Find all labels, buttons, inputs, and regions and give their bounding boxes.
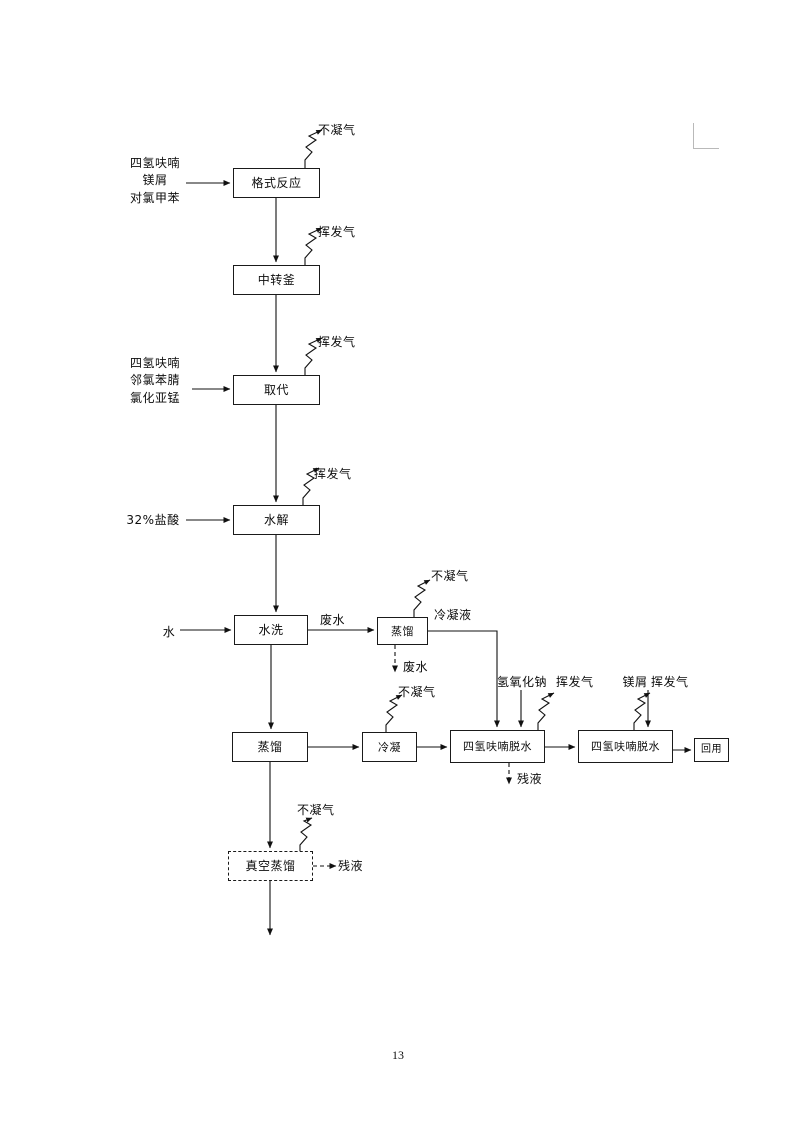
feed-label-substitution: 四氢呋喃 邻氯苯腈 氯化亚锰	[124, 355, 186, 407]
output-text: 残液	[338, 859, 364, 873]
output-label-wastewater: 废水	[320, 612, 345, 628]
feed-label-grignard: 四氢呋喃 镁屑 对氯甲苯	[124, 155, 186, 207]
feed-line: 氯化亚锰	[129, 390, 180, 405]
node-substitution[interactable]: 取代	[233, 375, 320, 405]
page-number-text: 13	[392, 1048, 404, 1062]
output-text: 挥发气	[318, 335, 356, 349]
output-text: 不凝气	[318, 123, 356, 137]
node-thf-dehydration-2[interactable]: 四氢呋喃脱水	[578, 730, 673, 763]
output-label-wastewater: 废水	[403, 659, 428, 675]
output-label-noncondensable-gas: 不凝气	[318, 122, 356, 138]
node-label: 真空蒸馏	[245, 859, 296, 873]
node-label: 冷凝	[378, 740, 401, 754]
feed-line: 对氯甲苯	[129, 190, 180, 205]
feed-line: 四氢呋喃	[129, 356, 180, 370]
output-text: 挥发气	[314, 467, 352, 481]
feed-line: 四氢呋喃	[129, 156, 180, 170]
output-text: 残液	[517, 772, 543, 786]
output-label-volatile-gas: 挥发气	[651, 674, 689, 690]
output-label-condensate: 冷凝液	[434, 607, 472, 623]
crop-mark-icon	[693, 123, 719, 149]
output-text: 挥发气	[651, 675, 689, 689]
node-water-wash[interactable]: 水洗	[234, 615, 308, 645]
output-label-noncondensable-gas: 不凝气	[297, 802, 335, 818]
node-vacuum-distillation[interactable]: 真空蒸馏	[228, 851, 313, 881]
node-label: 四氢呋喃脱水	[463, 740, 532, 753]
output-label-noncondensable-gas: 不凝气	[431, 568, 469, 584]
feed-label-sodium-hydroxide: 氢氧化钠	[486, 674, 558, 690]
output-text: 挥发气	[318, 225, 356, 239]
node-grignard-reaction[interactable]: 格式反应	[233, 168, 320, 198]
output-label-noncondensable-gas: 不凝气	[398, 684, 436, 700]
feed-label-water: 水	[160, 624, 178, 640]
node-label: 四氢呋喃脱水	[591, 740, 660, 753]
page-number: 13	[392, 1048, 404, 1063]
node-distillation-main[interactable]: 蒸馏	[232, 732, 308, 762]
output-text: 废水	[403, 660, 429, 674]
feed-label-hydrochloric-acid: 32%盐酸	[122, 512, 184, 528]
feed-line: 氢氧化钠	[496, 675, 547, 689]
node-label: 蒸馏	[391, 624, 414, 638]
node-label: 水洗	[258, 623, 284, 637]
output-label-volatile-gas: 挥发气	[318, 334, 356, 350]
node-label: 回用	[701, 744, 722, 755]
feed-line: 镁屑	[142, 173, 168, 188]
node-condensation[interactable]: 冷凝	[362, 732, 417, 762]
node-distillation-secondary[interactable]: 蒸馏	[377, 617, 428, 645]
node-reuse[interactable]: 回用	[694, 738, 729, 762]
output-label-volatile-gas: 挥发气	[556, 674, 594, 690]
output-text: 不凝气	[398, 685, 436, 699]
feed-label-magnesium-chips: 镁屑	[613, 674, 657, 690]
feed-line: 水	[162, 625, 176, 639]
node-label: 中转釜	[257, 273, 296, 287]
output-text: 不凝气	[297, 803, 335, 817]
node-hydrolysis[interactable]: 水解	[233, 505, 320, 535]
node-thf-dehydration-1[interactable]: 四氢呋喃脱水	[450, 730, 545, 763]
output-text: 挥发气	[556, 675, 594, 689]
output-label-residue: 残液	[338, 858, 363, 874]
node-label: 格式反应	[251, 176, 302, 190]
feed-line: 32%盐酸	[126, 513, 180, 527]
output-label-volatile-gas: 挥发气	[318, 224, 356, 240]
output-text: 不凝气	[431, 569, 469, 583]
node-label: 水解	[263, 513, 289, 527]
node-transfer-kettle[interactable]: 中转釜	[233, 265, 320, 295]
output-text: 废水	[320, 613, 346, 627]
feed-line: 邻氯苯腈	[129, 373, 180, 388]
node-label: 蒸馏	[257, 740, 283, 754]
output-text: 冷凝液	[434, 608, 472, 622]
feed-line: 镁屑	[622, 675, 648, 689]
node-label: 取代	[263, 383, 289, 397]
output-label-volatile-gas: 挥发气	[314, 466, 352, 482]
output-label-residue: 残液	[517, 771, 542, 787]
